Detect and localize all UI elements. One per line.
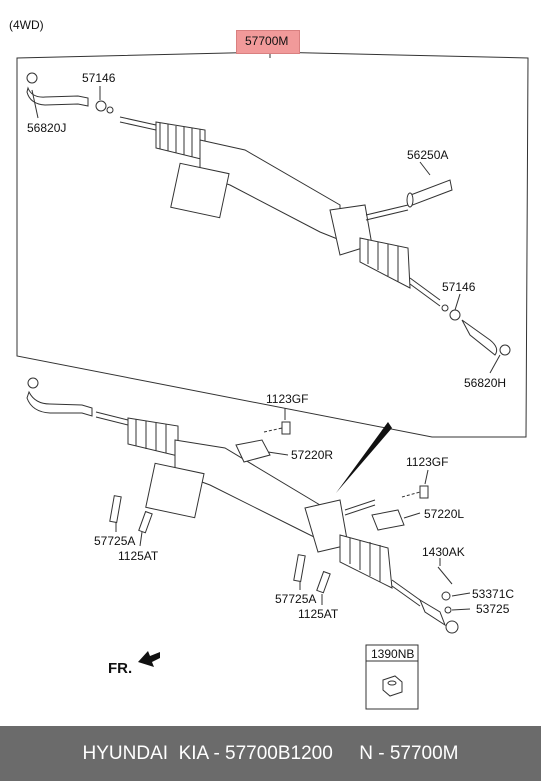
part-label: 57220R (291, 448, 334, 462)
footer-bar: HYUNDAI KIA - 57700B1200 N - 57700M (0, 726, 541, 781)
diagram-drawing (16, 51, 529, 710)
footer-text: HYUNDAI KIA - 57700B1200 N - 57700M (82, 743, 459, 764)
part-label: 56820H (464, 376, 507, 390)
assembly-frame (16, 51, 529, 438)
part-label: 1125AT (298, 607, 339, 621)
part-label: 1123GF (406, 455, 449, 469)
part-label: 1390NB (371, 647, 415, 661)
highlight-part-box (236, 30, 300, 54)
part-label: 57146 (442, 280, 476, 294)
part-label: 57220L (424, 507, 465, 521)
part-label: 53725 (476, 602, 510, 616)
rack-upper (119, 116, 441, 307)
part-label: 57725A (94, 534, 136, 548)
parts-diagram: (4WD) 57700M 57146 56820J 56250A 57146 5… (9, 18, 529, 710)
part-label: 1125AT (118, 549, 159, 563)
nut-icon (382, 675, 403, 697)
part-label: 56820J (27, 121, 67, 135)
pinion-seal (406, 179, 453, 208)
mounting-hardware (109, 421, 453, 614)
tie-rod-end-right-upper (441, 304, 511, 356)
label-leaders (31, 86, 501, 611)
front-label: FR. (108, 660, 133, 677)
part-label: 57725A (275, 592, 317, 606)
front-arrow-icon (138, 651, 160, 667)
part-label: 1123GF (266, 392, 309, 406)
part-label: 1430AK (422, 545, 465, 559)
part-label: 56250A (407, 148, 449, 162)
direction-wedge (336, 422, 392, 493)
part-label: 57146 (82, 71, 116, 85)
part-label: 53371C (472, 587, 515, 601)
highlight-part-label: 57700M (245, 34, 289, 48)
variant-label: (4WD) (9, 18, 44, 32)
leader-lines (263, 427, 421, 498)
rack-lower (26, 377, 459, 634)
